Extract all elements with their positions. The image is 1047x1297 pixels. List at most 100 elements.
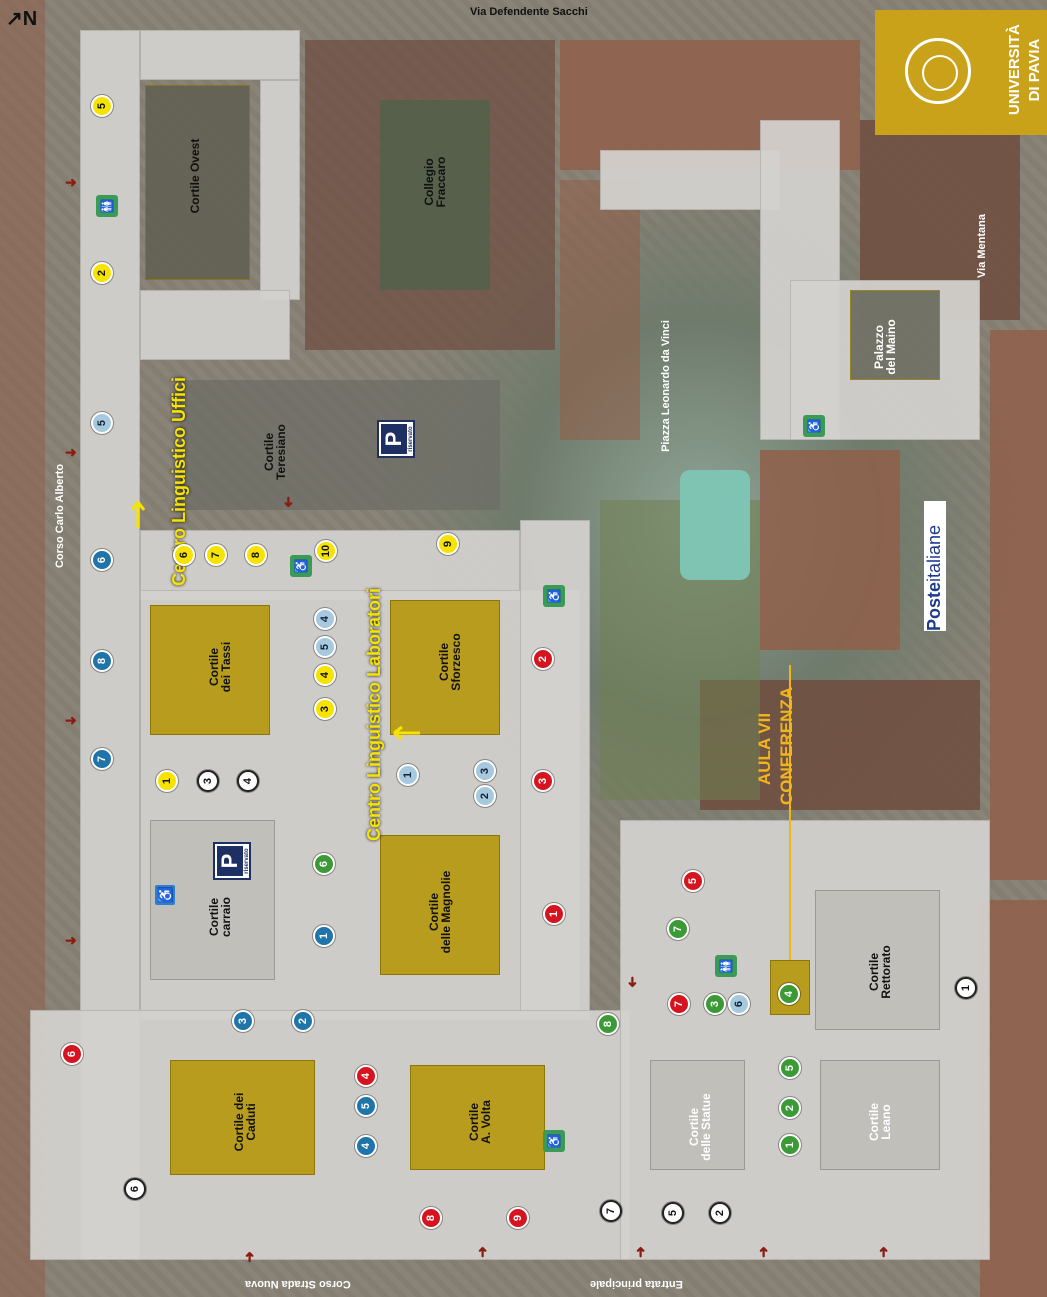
street-corso-strada-nuova: Corso Strada Nuova [245,1278,351,1290]
location-pin[interactable]: 6 [313,853,335,875]
location-pin[interactable]: 7 [667,918,689,940]
entrance-main: Entrata principale [590,1278,683,1290]
location-pin[interactable]: 2 [779,1097,801,1119]
location-pin[interactable]: 5 [355,1095,377,1117]
poste-label-a: Poste [924,581,944,631]
location-pin[interactable]: 7 [205,544,227,566]
label-cortile-a-volta: Cortile A. Volta [467,1100,493,1144]
location-pin[interactable]: 6 [173,544,195,566]
location-pin[interactable]: 3 [232,1010,254,1032]
cortile-rettorato [815,890,940,1030]
location-pin[interactable]: 4 [314,664,336,686]
cortile-sforzesco [390,600,500,735]
location-pin[interactable]: 8 [597,1013,619,1035]
logo-text-1: UNIVERSITÀ [1006,24,1023,115]
label-palazzo-del-maino: Palazzo del Maino [872,319,898,375]
location-pin[interactable]: 9 [437,533,459,555]
location-pin[interactable]: 4 [355,1065,377,1087]
location-pin[interactable]: 7 [600,1200,622,1222]
cortile-a-volta [410,1065,545,1170]
location-pin[interactable]: 5 [91,95,113,117]
label-cortile-delle-magnolie: Cortile delle Magnolie [427,870,453,954]
roof-block [760,450,900,650]
location-pin[interactable]: 6 [728,993,750,1015]
location-pin[interactable]: 5 [662,1202,684,1224]
entrance-arrow-icon: ➜ [754,1246,771,1258]
building [260,80,300,300]
label-cortile-ovest: Cortile Ovest [188,138,202,214]
location-pin[interactable]: 5 [91,412,113,434]
building-north-wing [140,30,300,80]
location-pin[interactable]: 4 [237,770,259,792]
accessible-wc-icon: ♿ [543,585,565,607]
location-pin[interactable]: 1 [955,977,977,999]
location-pin[interactable]: 2 [474,785,496,807]
logo-text-2: DI PAVIA [1026,38,1043,102]
label-cortile-dei-caduti: Cortile dei Caduti [232,1092,258,1152]
location-pin[interactable]: 1 [313,925,335,947]
location-pin[interactable]: 10 [315,540,337,562]
location-pin[interactable]: 7 [668,993,690,1015]
location-pin[interactable]: 8 [245,544,267,566]
accessible-wc-icon: ♿ [543,1130,565,1152]
location-pin[interactable]: 3 [314,698,336,720]
roof-block [980,900,1047,1297]
north-arrow-icon: ↗N [6,8,38,30]
building [140,290,290,360]
location-pin[interactable]: 4 [778,983,800,1005]
location-pin[interactable]: 8 [91,650,113,672]
location-pin[interactable]: 6 [124,1178,146,1200]
restroom-icon: 🚻 [96,195,118,217]
location-pin[interactable]: 2 [91,262,113,284]
location-pin[interactable]: 3 [197,770,219,792]
location-pin[interactable]: 2 [532,648,554,670]
location-pin[interactable]: 2 [709,1202,731,1224]
location-pin[interactable]: 3 [474,760,496,782]
cortile-dei-caduti [170,1060,315,1175]
location-pin[interactable]: 6 [91,549,113,571]
entrance-arrow-icon: ➜ [65,712,77,728]
location-pin[interactable]: 2 [292,1010,314,1032]
location-pin[interactable]: 5 [779,1057,801,1079]
label-cortile-rettorato: Cortile Rettorato [867,945,893,999]
building-maino-arm [600,150,780,210]
conferenza-label: CONFERENZA [777,686,796,805]
university-logo: UNIVERSITÀ DI PAVIA [875,10,1047,135]
location-pin[interactable]: 1 [397,764,419,786]
roof-block [990,330,1047,880]
cortile-ovest [145,85,250,280]
location-pin[interactable]: 9 [507,1207,529,1229]
label-cortile-dei-tassi: Cortile dei Tassi [207,641,233,693]
street-corso-carlo-alberto: Corso Carlo Alberto [54,463,67,569]
fraccaro-courtyard [380,100,490,290]
location-pin[interactable]: 5 [314,636,336,658]
poste-label-b: italiane [924,524,944,582]
location-pin[interactable]: 8 [420,1207,442,1229]
roof-block [560,180,640,440]
location-pin[interactable]: 1 [779,1134,801,1156]
label-cortile-sforzesco: Cortile Sforzesco [437,633,463,691]
label-collegio-fraccaro: Collegio Fraccaro [422,156,448,208]
aula-vii-label: AULA VII [755,712,774,785]
centro-linguistico-uffici[interactable]: Centro Linguistico Uffici [169,377,189,586]
accessible-wc-icon: ♿ [803,415,825,437]
street-via-defendente-sacchi: Via Defendente Sacchi [470,6,588,18]
arrow-icon [392,725,422,741]
street-via-mentana: Via Mentana [976,214,988,278]
location-pin[interactable]: 5 [682,870,704,892]
wheelchair-icon: ♿ [155,885,175,905]
location-pin[interactable]: 1 [156,770,178,792]
location-pin[interactable]: 7 [91,748,113,770]
arrow-icon [130,500,146,530]
location-pin[interactable]: 6 [61,1043,83,1065]
entrance-arrow-icon: ➜ [280,496,297,508]
parking-lot [180,380,500,510]
location-pin[interactable]: 4 [355,1135,377,1157]
location-pin[interactable]: 3 [532,770,554,792]
location-pin[interactable]: 3 [704,993,726,1015]
centro-linguistico-laboratori[interactable]: Centro Linguistico Laboratori [364,587,384,841]
location-pin[interactable]: 1 [543,903,565,925]
location-pin[interactable]: 4 [314,608,336,630]
